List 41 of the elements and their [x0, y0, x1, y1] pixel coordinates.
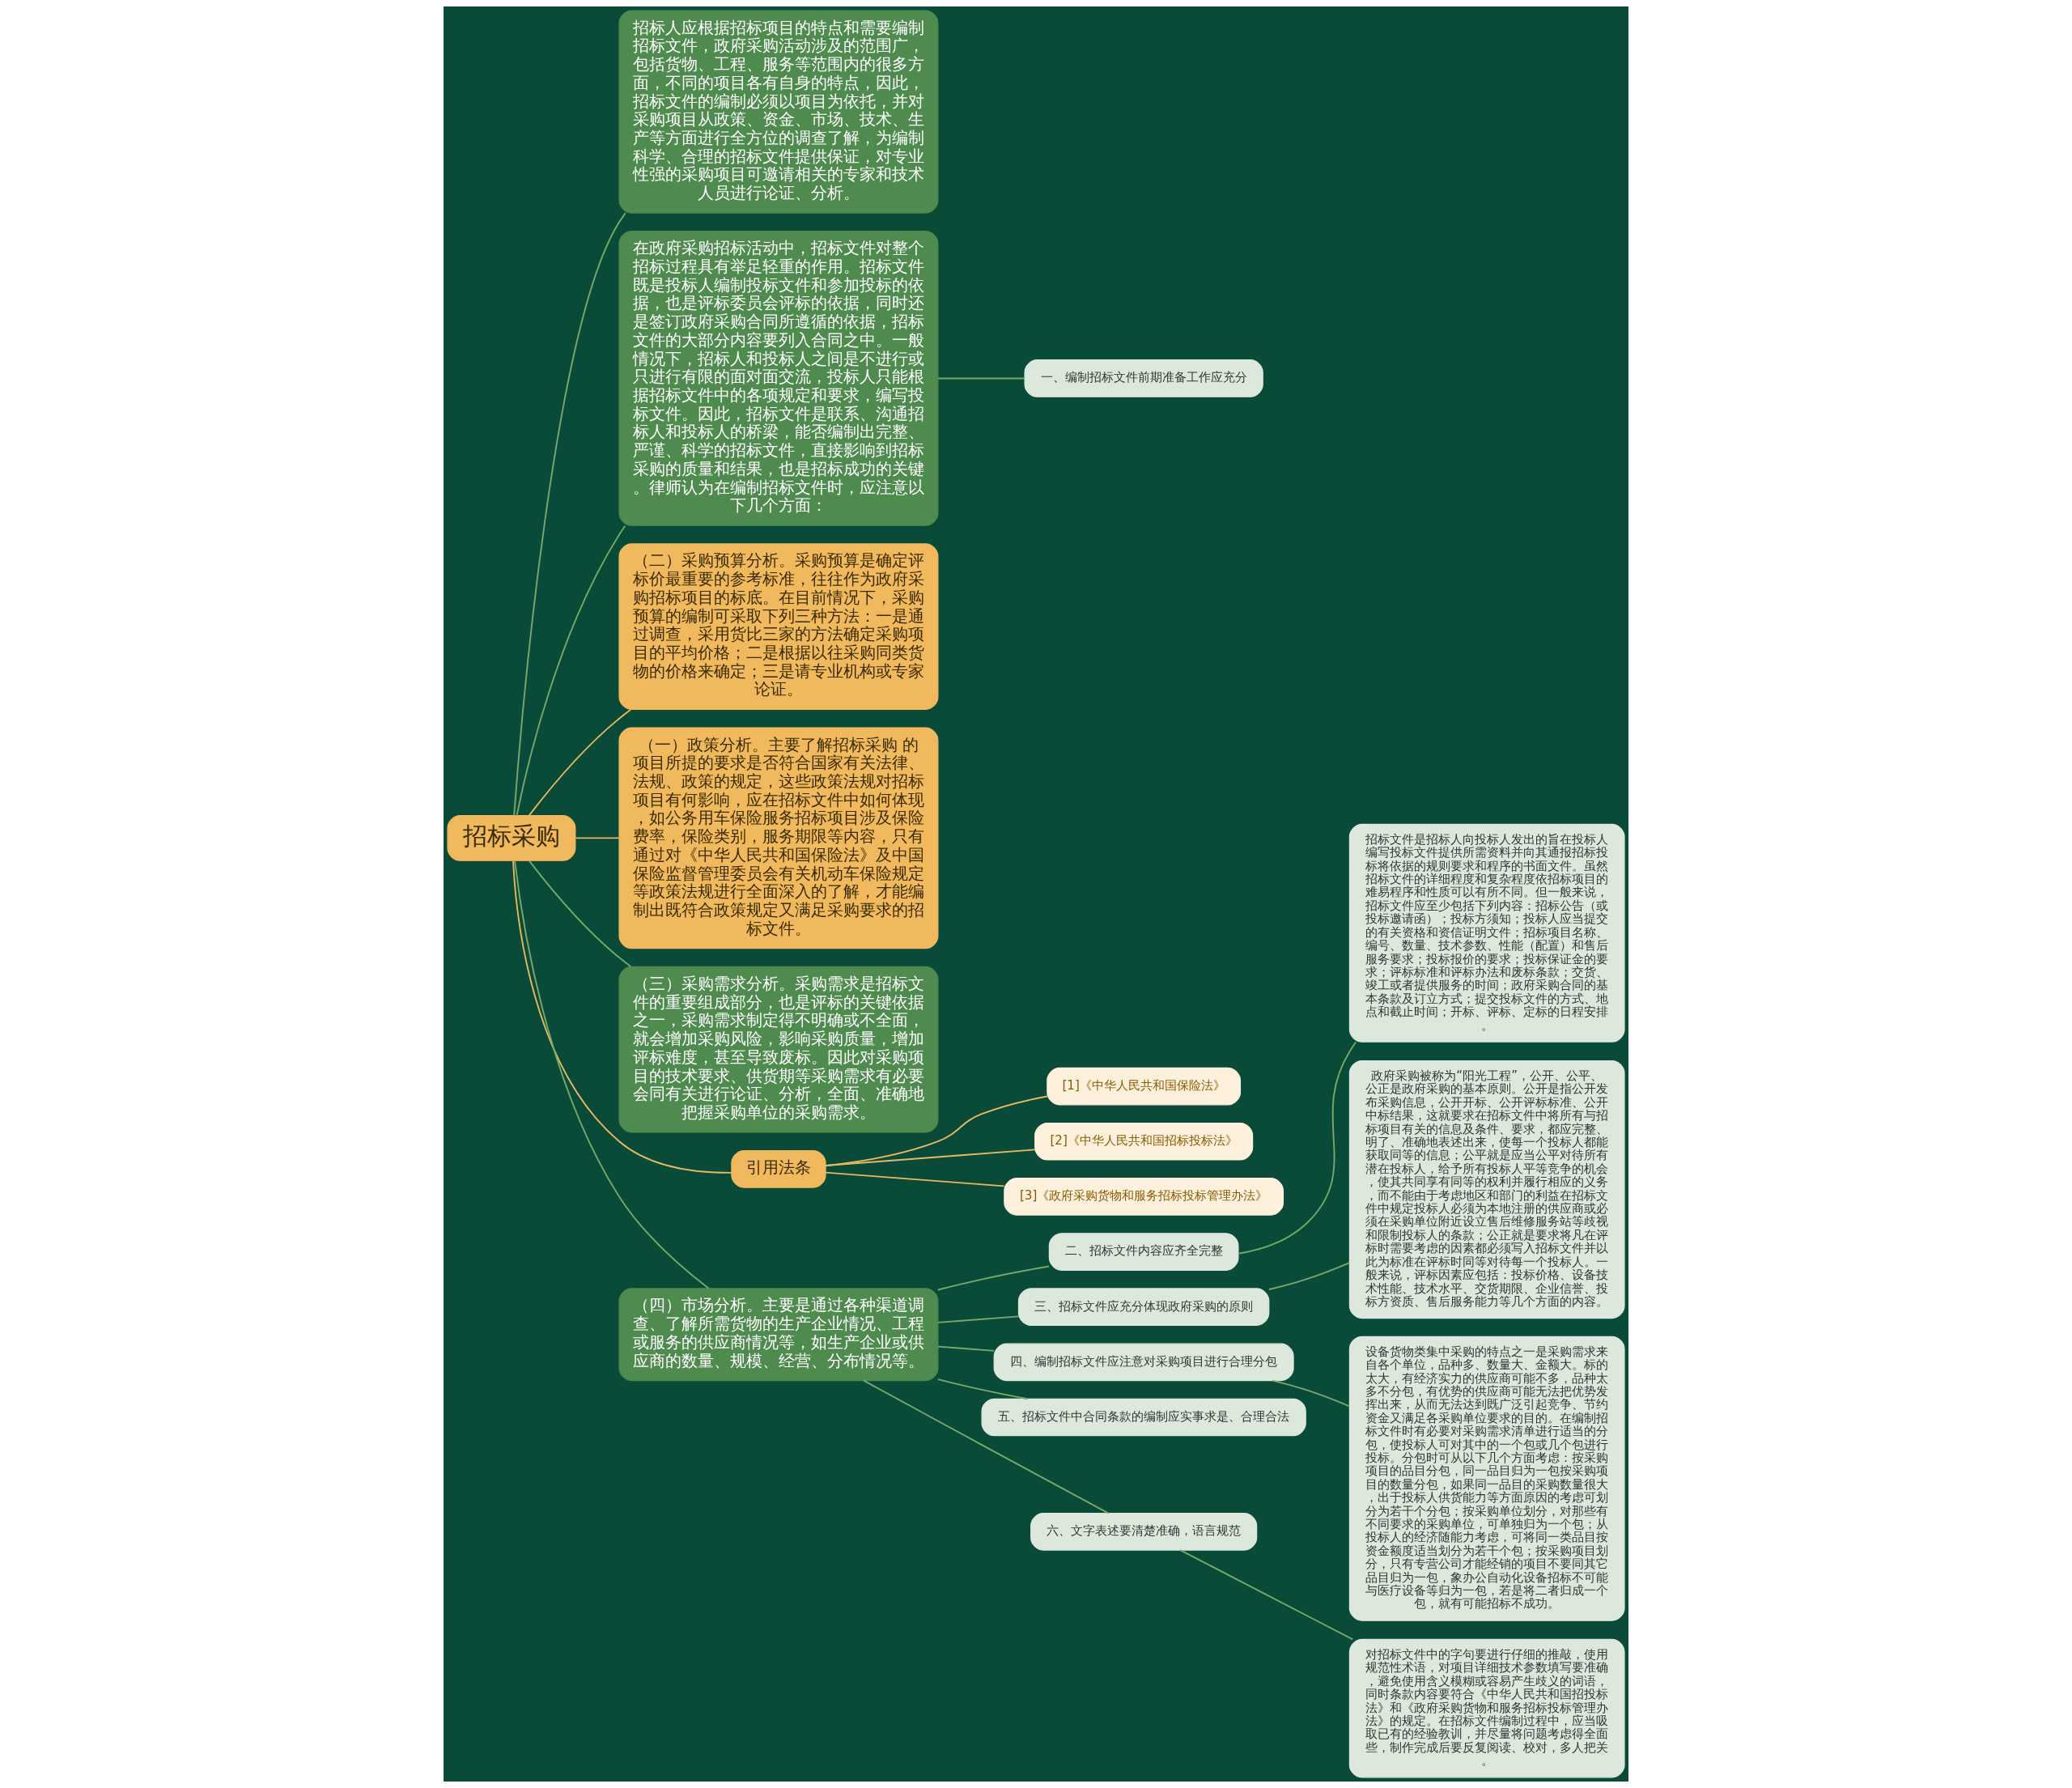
node-box: 政府采购被称为“阳光工程”，公开、公平、公正是政府采购的基本原则。公开是指公开发布采购信息，公开开标、公开评标标准、公开中标结果，这就要求在招标文件中将所有与招标项目有关的信息及条件、要求，都应完整、明了、准确地表述出来，使每一个投标人都能获取同等的信息；公平就是应当公平对待所有潜在投标人，给予所有投标人平等竞争的机会，使其共同享有同等的权利并履行相应的义务，而不能由于考虑地区和部门的利益在招标文件中规定投标人必须为本地注册的供应商或必须在采购单位附近设立售后维修服务站等歧视和限制投标人的条款；公正就是要求将凡在评标时需要考虑的因素都必须写入招标文件并以此为标准在评标时同等对待每一个投标人。一般来说，评标因素应包括：投标价格、设备技术性能、技术水平、交货期限、企业信誉、投标方资质、售后服务能力等几个方面的内容。 [1348, 1060, 1625, 1319]
node-box: 招标采购 [447, 815, 576, 861]
node-box: 引用法条 [731, 1149, 826, 1188]
connector [863, 1379, 1110, 1514]
node-box: 四、编制招标文件应注意对采购项目进行合理分包 [993, 1343, 1294, 1382]
node-box: 一、编制招标文件前期准备工作应充分 [1024, 359, 1263, 397]
connector [575, 837, 620, 839]
connector [512, 860, 732, 1174]
node-box: [2]《中华人民共和国招标投标法》 [1034, 1122, 1254, 1161]
connector [514, 860, 710, 1289]
node-box: 三、招标文件应充分体现政府采购的原则 [1017, 1288, 1270, 1327]
connector [936, 1265, 1050, 1291]
node-box: 二、招标文件内容应齐全完整 [1048, 1233, 1239, 1271]
connector [937, 1315, 1020, 1323]
node-box: 在政府采购招标活动中，招标文件对整个招标过程具有举足轻重的作用。招标文件既是投标人编制投标文件和参加投标的依据，也是评标委员会评标的依据，同时还是签订政府采购合同所遵循的依据，招标文件的大部分内容要列入合同之中。一般情况下，招标人和投标人之间是不进行或只进行有限的面对面交流，投标人只能根据招标文件中的各项规定和要求，编写投标文件。因此，招标文件是联系、沟通招标人和投标人的桥梁，能否编制出完整、严谨、科学的招标文件，直接影响到招标采购的质量和结果，也是招标成功的关键。律师认为在编制招标文件时，应注意以下几个方面： [618, 231, 939, 526]
connector [528, 708, 632, 817]
connector [1238, 1041, 1357, 1255]
connector [936, 1378, 1029, 1400]
connector [513, 212, 626, 817]
connector [528, 860, 632, 968]
node-box: 对招标文件中的字句要进行仔细的推敲，使用规范性术语，对项目详细技术参数填写要准确，避免使用含义模糊或容易产生歧义的词语，同时条款内容要符合《中华人民共和国招投标法》和《政府采购货物和服务招标投标管理办法》的规定。在招标文件编制过程中，应当吸取已有的经验教训，并尽量将问题考虑得全面些，制作完成后要反复阅读、校对，多人把关。 [1348, 1638, 1625, 1778]
connector [937, 1345, 995, 1352]
node-box: （四）市场分析。主要是通过各种渠道调查、了解所需货物的生产企业情况、工程或服务的供应商情况等，如生产企业或供应商的数量、规模、经营、分布情况等。 [618, 1288, 939, 1382]
node-box: 六、文字表述要清楚准确，语言规范 [1030, 1513, 1258, 1551]
node-box: [1]《中华人民共和国保险法》 [1047, 1067, 1242, 1106]
connector [825, 1149, 1036, 1166]
connector [825, 1171, 1005, 1187]
connector [516, 525, 626, 817]
node-box: 招标文件是招标人向投标人发出的旨在投标人编写投标文件提供所需资料并向其通报招标投标将依据的规则要求和程序的书面文件。虽然招标文件的详细程度和复杂程度依招标项目的难易程序和性质可以有所不同。但一般来说，招标文件应至少包括下列内容：招标公告（或投标邀请函）；投标方须知；投标人应当提交的有关资格和资信证明文件；招标项目名称、编号、数量、技术参数、性能（配置）和售后服务要求；投标报价的要求；投标保证金的要求；评标标准和评标办法和废标条款；交货、竣工或者提供服务的时间；政府采购合同的基本条款及订立方式；提交投标文件的方式、地点和截止时间；开标、评标、定标的日程安排。 [1348, 823, 1625, 1043]
connector [937, 377, 1025, 380]
node-box: 招标人应根据招标项目的特点和需要编制招标文件，政府采购活动涉及的范围广，包括货物、工程、服务等范围内的很多方面，不同的项目各有自身的特点，因此，招标文件的编制必须以项目为依托，并对采购项目从政策、资金、市场、技术、生产等方面进行全方位的调查了解，为编制科学、合理的招标文件提供保证，对专业性强的采购项目可邀请相关的专家和技术人员进行论证、分析。 [618, 10, 939, 214]
node-box: 设备货物类集中采购的特点之一是采购需求来自各个单位，品种多、数量大、金额大。标的太大，有经济实力的供应商可能不多，品种太多不分包，有优势的供应商可能无法把优势发挥出来，从而无法达到既广泛引起竞争、节约资金又满足各采购单位要求的目的。在编制招标文件时有必要对采购需求清单进行适当的分包，使投标人可对其中的一个包或几个包进行投标。分包时可从以下几个方面考虑：按采购项目的品目分包，同一品目归为一包按采购项目的数量分包，如果同一品目的采购数量很大，出于投标人供货能力等方面原因的考虑可划分为若干个分包；按采购单位划分，对那些有不同要求的采购单位，可单独归为一个包；从投标人的经济随能力考虑，可将同一类品目按资金额度适当划分为若干个包；按采购项目划分，只有专营公司才能经销的项目不要同其它品目归为一包，象办公自动化设备招标不可能与医疗设备等归为一包，若是将二者归成一个包，就有可能招标不成功。 [1348, 1336, 1625, 1621]
node-box: （一）政策分析。主要了解招标采购 的项目所提的要求是否符合国家有关法律、法规、政策的规定，这些政策法规对招标项目有何影响，应在招标文件中如何体现，如公务用车保险服务招标项目涉及保险费率，保险类别，服务期限等内容，只有通过对《中华人民共和国保险法》及中国保险监督管理委员会有关机动车保险规定等政策法规进行全面深入的了解，才能编制出既符合政策规定又满足采购要求的招标文件。 [618, 727, 939, 949]
connector [825, 1095, 1048, 1167]
connector [1268, 1262, 1351, 1290]
connector [1179, 1549, 1354, 1641]
node-box: 五、招标文件中合同条款的编制应实事求是、合理合法 [981, 1398, 1306, 1437]
node-box: （三）采购需求分析。采购需求是招标文件的重要组成部分，也是评标的关键依据之一，采购需求制定得不明确或不全面，就会增加采购风险，影响采购质量，增加评标难度，甚至导致废标。因此对采购项目的技术要求、供货期等采购需求有必要会同有关进行论证、分析，全面、准确地把握采购单位的采购需求。 [618, 966, 939, 1133]
node-box: [3]《政府采购货物和服务招标投标管理办法》 [1004, 1178, 1284, 1216]
connector [1272, 1379, 1351, 1408]
node-box: （二）采购预算分析。采购预算是确定评标价最重要的参考标准，往往作为政府采购招标项目的标底。在目前情况下，采购预算的编制可采取下列三种方法：一是通过调查，采用货比三家的方法确定采购项目的平均价格；二是根据以往采购同类货物的价格来确定；三是请专业机构或专家论证。 [618, 543, 939, 710]
